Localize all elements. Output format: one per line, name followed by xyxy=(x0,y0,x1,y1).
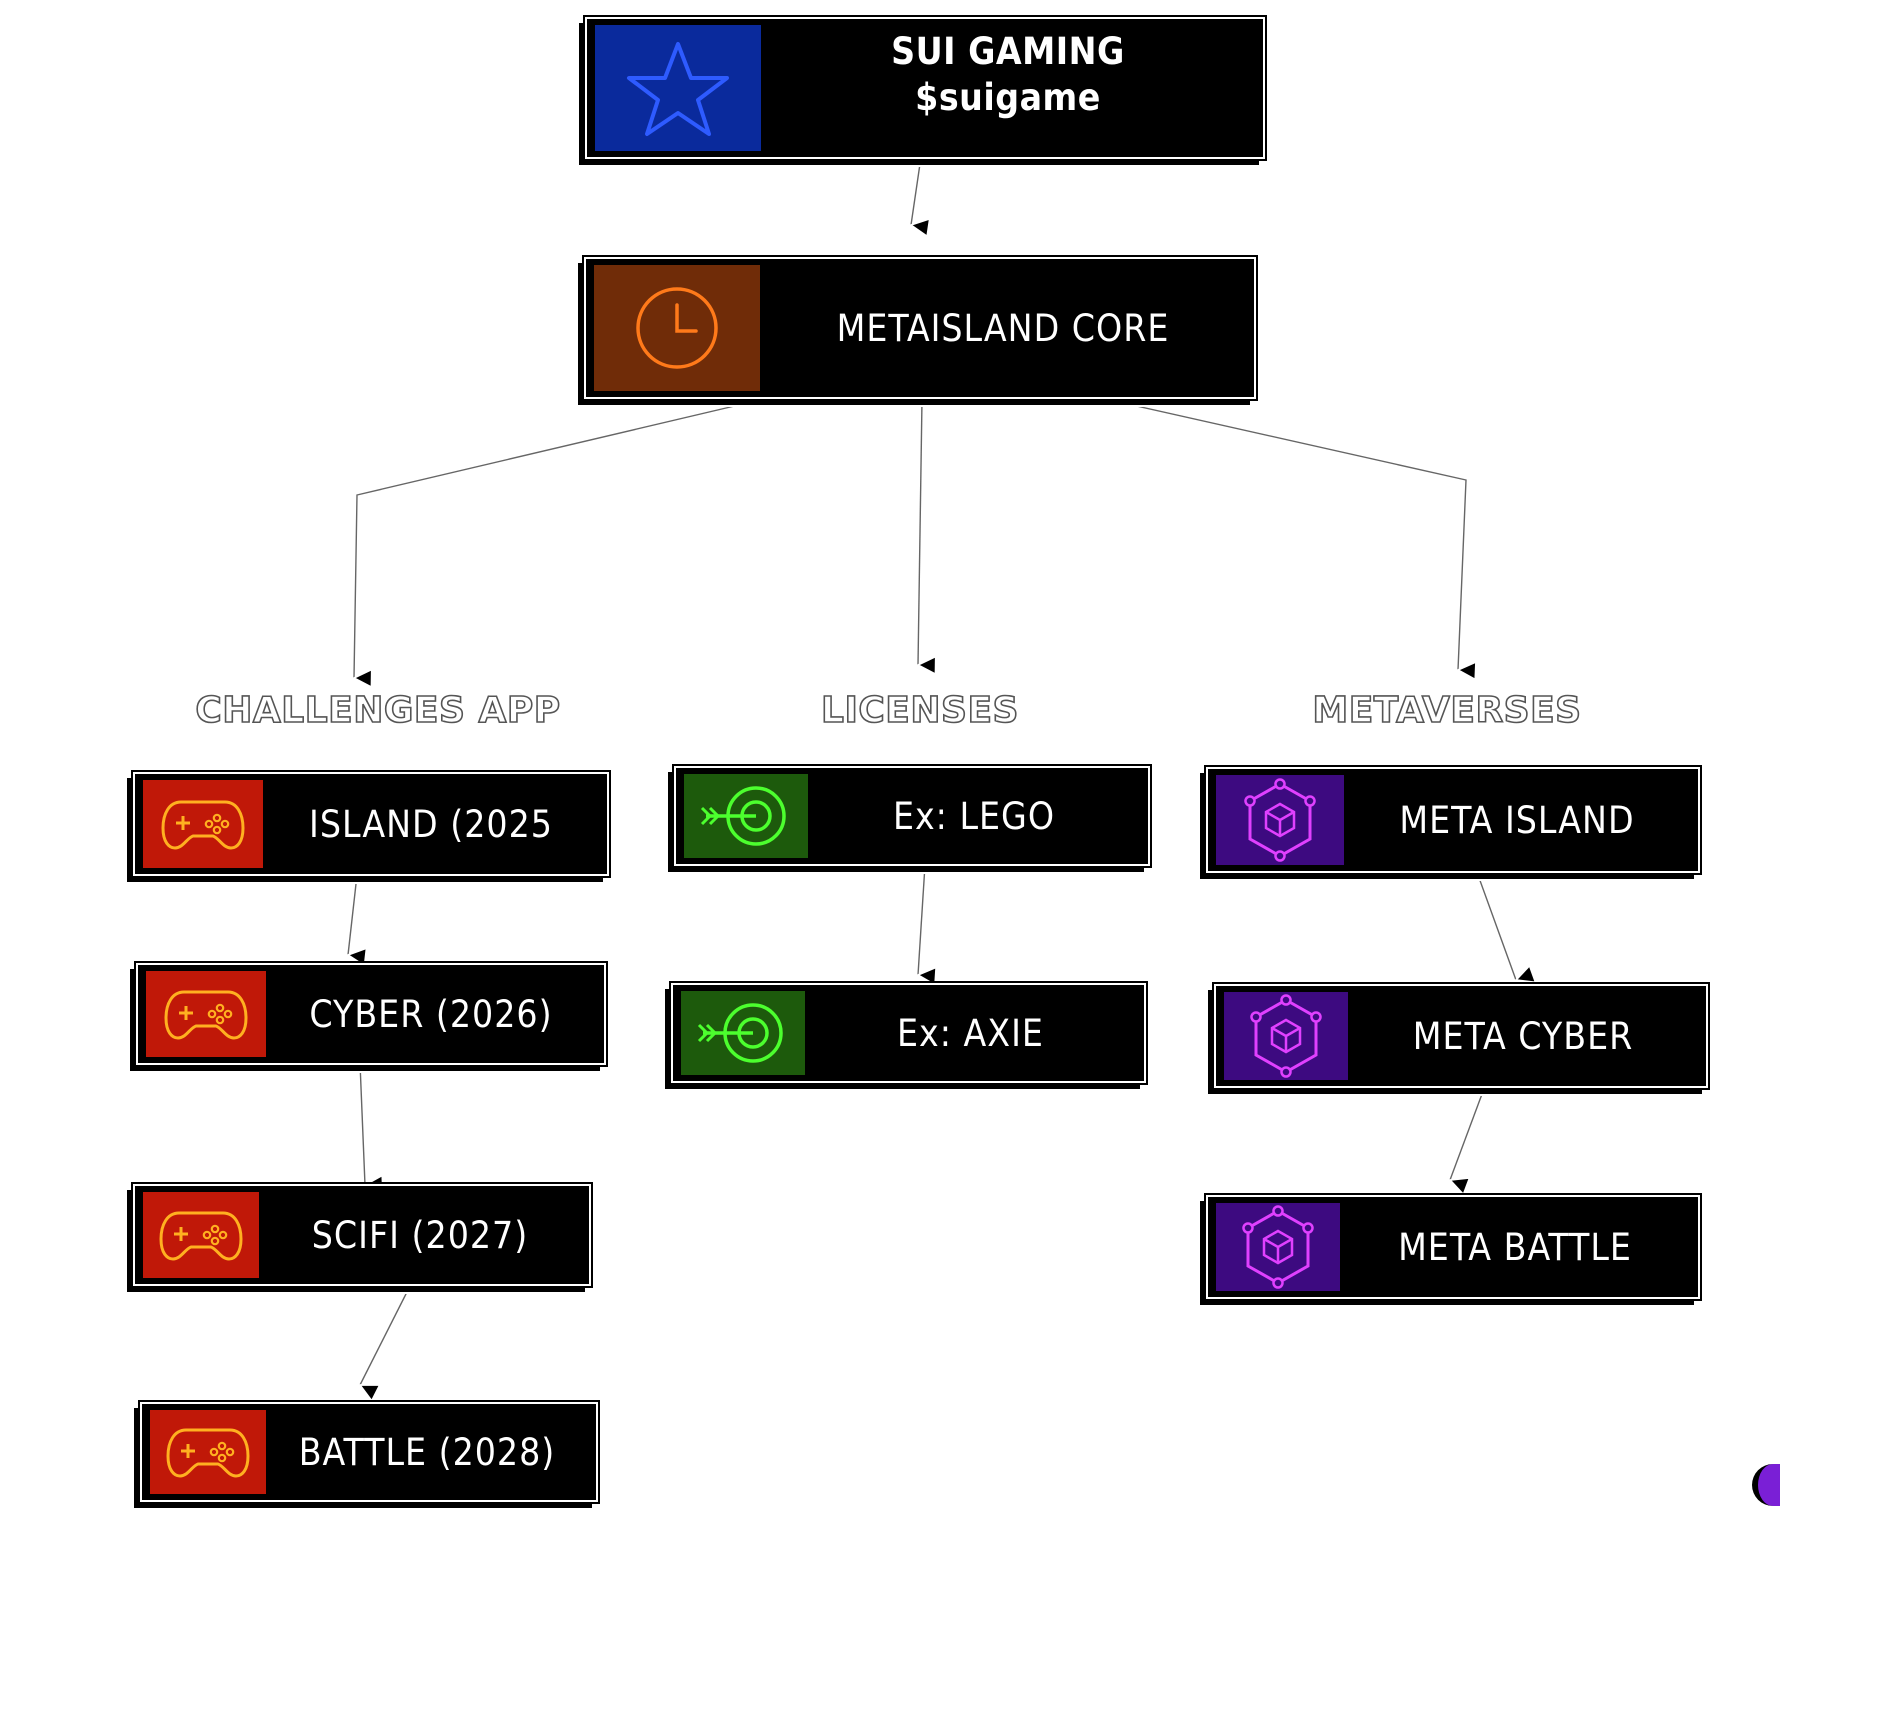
connector-island-cyber xyxy=(345,874,360,956)
connector-island-cyber-line xyxy=(346,874,368,968)
star-icon xyxy=(627,42,729,136)
section-title-licenses: LICENSES xyxy=(820,689,1019,732)
connector-core-metaverses xyxy=(1109,397,1469,671)
connector-core-metaverses-line xyxy=(1109,399,1477,681)
connector-core-licenses xyxy=(915,399,925,666)
stray-connector-dot xyxy=(1752,1464,1780,1506)
challenge-icon-box xyxy=(143,780,263,868)
root-label: SUI GAMING $suigame xyxy=(761,19,1263,157)
gamepad-icon xyxy=(164,990,248,1040)
core-label: METAISLAND CORE xyxy=(836,306,1170,350)
target-icon xyxy=(697,1003,783,1063)
metaverse-label-battle: META BATTLE xyxy=(1398,1225,1632,1269)
metaverse-node-battle: META BATTLE xyxy=(1204,1193,1702,1301)
metaverse-icon-box xyxy=(1216,1203,1340,1291)
connector-core-challenges xyxy=(351,397,761,679)
root-title: SUI GAMING xyxy=(891,29,1125,73)
connector-cyber-scifi xyxy=(357,1062,368,1186)
section-title-challenges: CHALLENGES APP xyxy=(195,689,561,732)
connector-scifi-battle xyxy=(357,1284,413,1387)
metaverse-node-island: META ISLAND xyxy=(1204,765,1702,875)
gamepad-icon xyxy=(159,1211,243,1261)
connector-core-licenses-line xyxy=(916,399,937,676)
license-icon-box xyxy=(681,991,805,1075)
license-label-axie: Ex: AXIE xyxy=(897,1011,1044,1055)
challenge-icon-box xyxy=(143,1192,259,1278)
cube-network-icon xyxy=(1244,778,1316,862)
metaverse-label-island: META ISLAND xyxy=(1399,798,1635,842)
challenge-node-island: ISLAND (2025 xyxy=(131,770,611,878)
license-icon-box xyxy=(684,774,808,858)
metaverse-icon-box xyxy=(1224,992,1348,1080)
connector-metacyber-metabattle xyxy=(1447,1085,1488,1181)
connector-scifi-battle-line xyxy=(358,1285,411,1403)
root-subtitle: $suigame xyxy=(915,76,1101,119)
challenge-label-island: ISLAND (2025 xyxy=(309,802,553,846)
metaverse-icon-box xyxy=(1216,775,1344,865)
connector-metaisland-metacyber-line xyxy=(1477,874,1537,984)
core-node: METAISLAND CORE xyxy=(582,255,1258,401)
connector-root-core xyxy=(908,156,924,226)
license-node-lego: Ex: LEGO xyxy=(672,764,1152,868)
cube-network-icon xyxy=(1250,994,1322,1078)
challenge-icon-box xyxy=(146,971,266,1057)
metaverse-label-cyber: META CYBER xyxy=(1412,1014,1634,1058)
challenge-icon-box xyxy=(150,1410,266,1494)
metaverse-node-cyber: META CYBER xyxy=(1212,982,1710,1090)
challenge-label-cyber: CYBER (2026) xyxy=(309,992,553,1036)
challenge-label-battle: BATTLE (2028) xyxy=(298,1430,556,1474)
gamepad-icon xyxy=(166,1428,250,1478)
challenge-label-scifi: SCIFI (2027) xyxy=(311,1213,529,1257)
license-label-lego: Ex: LEGO xyxy=(892,794,1056,838)
gamepad-icon xyxy=(161,800,245,850)
clock-icon xyxy=(636,287,718,369)
connector-lego-axie-line xyxy=(916,864,938,987)
target-icon xyxy=(700,786,786,846)
section-title-metaverses: METAVERSES xyxy=(1312,689,1582,732)
challenge-node-battle: BATTLE (2028) xyxy=(138,1400,600,1504)
connector-lego-axie xyxy=(915,864,928,976)
core-icon-box xyxy=(594,265,760,391)
cube-network-icon xyxy=(1242,1205,1314,1289)
challenge-node-scifi: SCIFI (2027) xyxy=(131,1182,593,1288)
root-node: SUI GAMING $suigame xyxy=(583,15,1267,161)
connector-metacyber-metabattle-line xyxy=(1448,1085,1486,1196)
connector-cyber-scifi-line xyxy=(359,1062,384,1195)
root-icon-box xyxy=(595,25,761,151)
license-node-axie: Ex: AXIE xyxy=(669,981,1148,1085)
connector-root-core-line xyxy=(909,156,931,238)
connector-core-challenges-line xyxy=(352,399,761,689)
connector-metaisland-metacyber xyxy=(1475,874,1519,981)
challenge-node-cyber: CYBER (2026) xyxy=(134,961,608,1067)
